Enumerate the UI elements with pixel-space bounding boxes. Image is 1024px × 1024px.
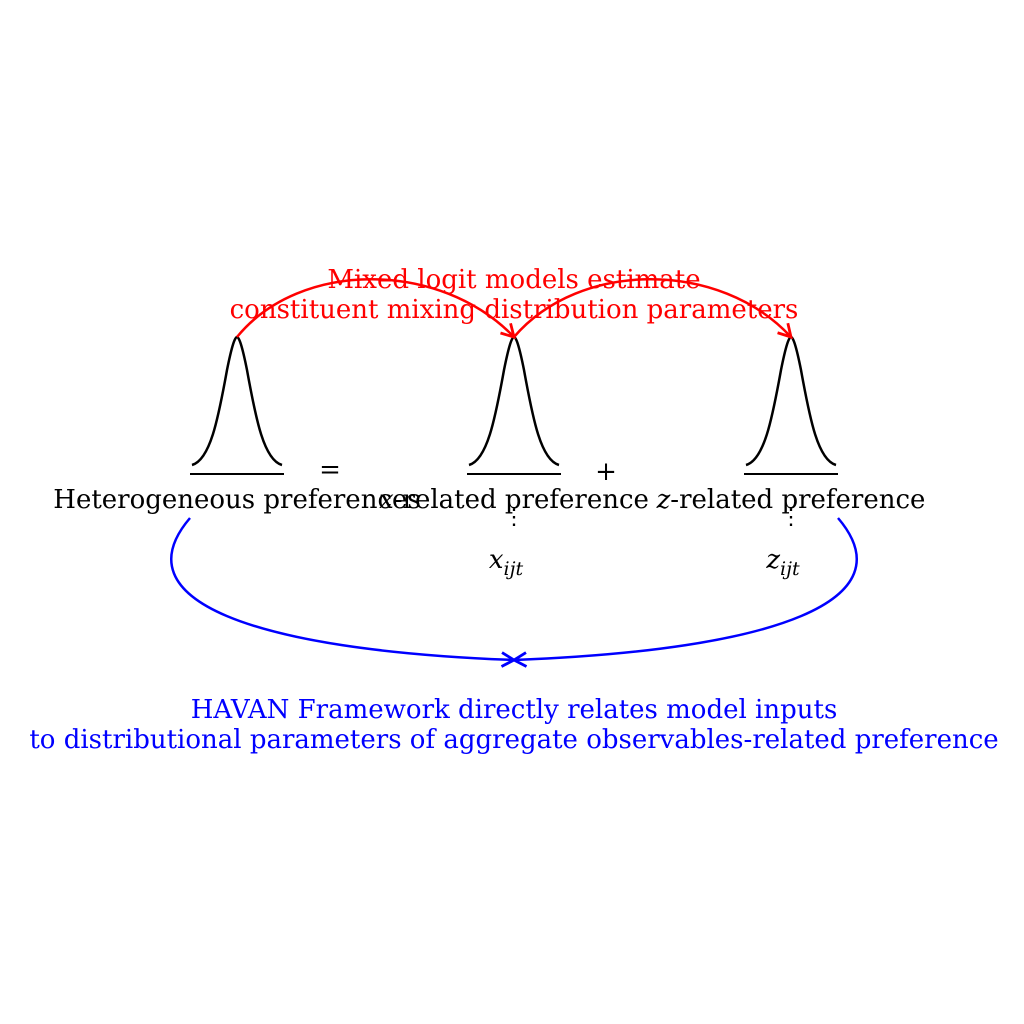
mixed-logit-annotation-line1: Mixed logit models estimate (327, 265, 700, 295)
label-heterogeneous-preferences: Heterogeneous preferences (53, 485, 420, 515)
vdots-z: ⋮ (780, 505, 802, 530)
havan-annotation-line2: to distributional parameters of aggregat… (29, 725, 998, 755)
distribution-heterogeneous (190, 335, 284, 475)
mixed-logit-arrow-2 (513, 278, 793, 340)
mixed-logit-arrow-1 (236, 278, 516, 340)
plus-sign: + (595, 457, 617, 487)
bell-curve-heterogeneous (191, 335, 283, 467)
equals-sign: = (319, 455, 341, 485)
havan-arrow-right (511, 517, 858, 668)
input-z-ijt: zijt (765, 545, 800, 580)
label-z-related-preference: z-related preference (656, 485, 926, 515)
mixed-logit-annotation-line2: constituent mixing distribution paramete… (230, 295, 799, 325)
havan-annotation-line1: HAVAN Framework directly relates model i… (191, 695, 838, 725)
bell-curve-x-related (468, 335, 560, 467)
havan-arrow-left (170, 517, 517, 668)
vdots-x: ⋮ (503, 505, 525, 530)
bell-curve-z-related (745, 335, 837, 467)
distribution-z-related (744, 335, 838, 475)
distribution-x-related (467, 335, 561, 475)
label-x-related-preference: x-related preference (379, 485, 649, 515)
input-x-ijt: xijt (489, 545, 524, 580)
